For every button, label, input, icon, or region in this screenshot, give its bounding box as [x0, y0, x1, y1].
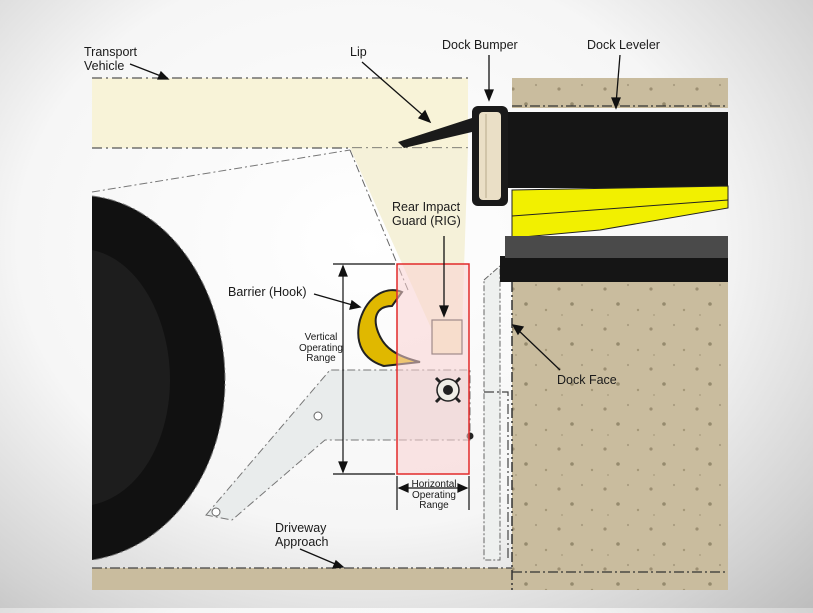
label-transport-vehicle: Transport Vehicle	[84, 45, 137, 73]
chassis-outline-lower	[91, 149, 351, 193]
label-driveway-approach: Driveway Approach	[275, 521, 329, 549]
label-horizontal-operating-range: Horizontal Operating Range	[400, 479, 468, 512]
restraint-hub	[434, 376, 462, 404]
label-vor-line3: Range	[306, 353, 336, 364]
label-hor-line1: Horizontal	[411, 479, 457, 490]
label-hor-line2: Operating	[412, 489, 456, 501]
label-dock-face: Dock Face	[557, 373, 617, 387]
label-hor-line3: Range	[419, 500, 449, 511]
dock-pit-concrete	[512, 572, 728, 590]
label-lip: Lip	[350, 45, 367, 59]
horizontal-range-dimension	[396, 476, 470, 510]
tire	[91, 195, 226, 561]
label-rig-line1: Rear Impact	[392, 200, 461, 214]
label-driveway-line2: Approach	[275, 535, 329, 549]
restraint-carriage	[483, 264, 501, 561]
chassis-outline	[349, 149, 409, 291]
label-vor-line1: Vertical	[304, 332, 338, 343]
leader-arrows	[129, 54, 621, 569]
dock-bumper	[472, 106, 508, 206]
operating-range-box	[396, 263, 470, 475]
label-transport-vehicle-line2: Vehicle	[84, 59, 125, 73]
label-vertical-operating-range: Vertical Operating Range	[294, 332, 348, 365]
arm-pivot-lower	[211, 507, 221, 517]
label-driveway-line1: Driveway	[275, 521, 327, 535]
label-dock-bumper: Dock Bumper	[442, 38, 518, 52]
label-vor-line2: Operating	[299, 342, 343, 354]
vertical-range-dimension	[333, 263, 395, 475]
label-dock-leveler: Dock Leveler	[587, 38, 660, 52]
dock-face-concrete	[512, 282, 728, 572]
driveway-ground	[92, 568, 512, 590]
arm-pivot	[313, 411, 323, 421]
dock-top-concrete	[512, 78, 728, 108]
label-transport-vehicle-line1: Transport	[84, 45, 138, 59]
dock-leveler	[500, 112, 729, 282]
trailer-bed	[92, 78, 468, 148]
label-rear-impact-guard: Rear Impact Guard (RIG)	[392, 200, 461, 228]
barrier-hook	[357, 289, 421, 368]
restraint-track	[484, 391, 509, 560]
label-barrier-hook: Barrier (Hook)	[228, 285, 307, 299]
label-rig-line2: Guard (RIG)	[392, 214, 461, 228]
lip	[398, 118, 472, 148]
